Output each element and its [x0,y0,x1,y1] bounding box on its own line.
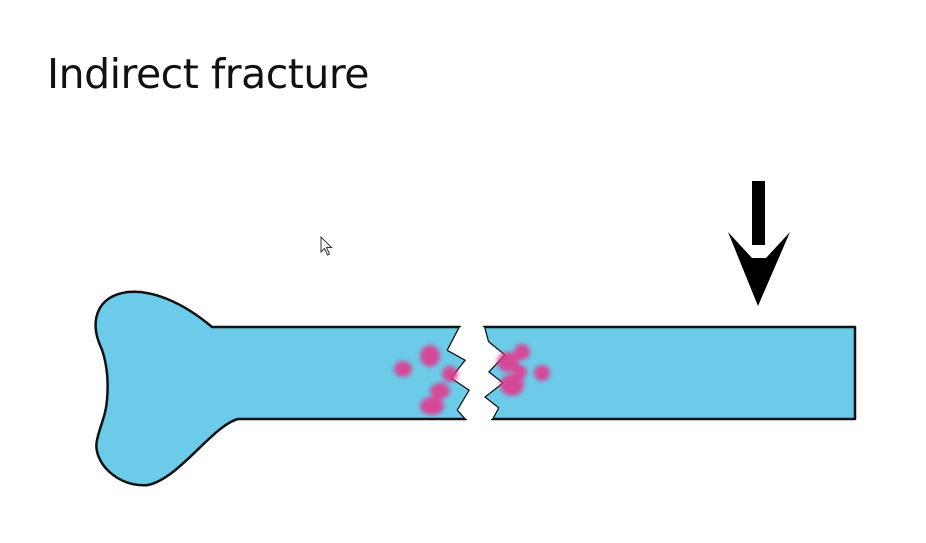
blood-spot [497,352,519,372]
blood-spot [420,345,440,367]
slide-title: Indirect fracture [47,50,370,98]
mouse-pointer-icon [320,236,333,256]
haematoma-spots [394,344,550,415]
blood-spot [514,344,530,360]
blood-spot [513,365,527,379]
blood-spot [420,397,444,415]
blood-spot [430,383,450,399]
fracture-gap [448,327,504,419]
arrow-down-icon [728,181,790,306]
blood-spot [534,365,550,381]
blood-spot [442,366,458,382]
blood-spot [500,374,524,396]
blood-spot [394,361,412,377]
bone-left-piece [94,290,472,487]
